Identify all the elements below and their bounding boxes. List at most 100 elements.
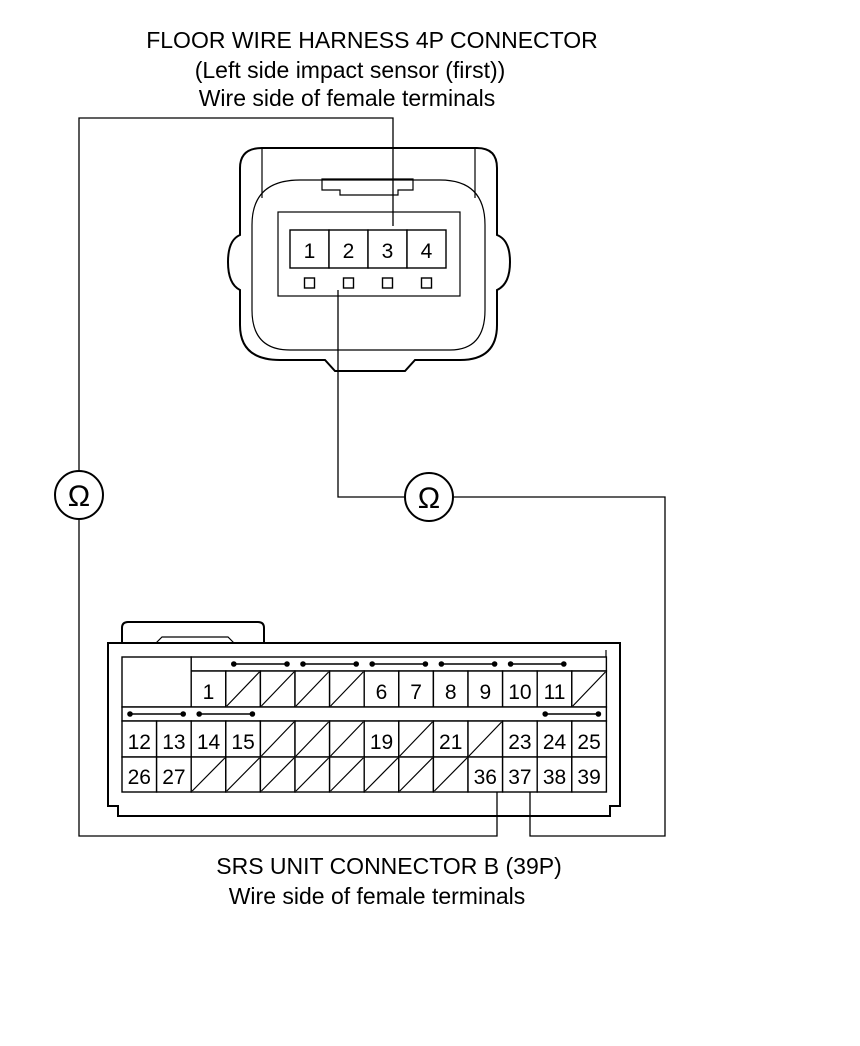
connector-latch xyxy=(321,178,414,196)
shorting-bar-end xyxy=(249,711,256,717)
unused-cavity-slash xyxy=(191,757,226,792)
ohm-meter-icon xyxy=(404,472,454,522)
blank-cavity xyxy=(121,656,192,708)
shorting-bar-end xyxy=(491,661,498,667)
pin-cell xyxy=(501,720,538,758)
ohm-symbol: Ω xyxy=(418,482,440,515)
pin-cell-2 xyxy=(328,229,369,269)
unused-cavity-slash xyxy=(399,757,433,792)
left-ohmmeter: Ω xyxy=(54,470,104,520)
pin-cell-4 xyxy=(406,229,447,269)
ohmmeter-wiring xyxy=(78,117,666,837)
shorting-bar-end xyxy=(284,661,290,667)
bottom-connector-title: SRS UNIT CONNECTOR B (39P) xyxy=(216,853,561,879)
unused-cavity-slash xyxy=(226,671,260,707)
pin-number: 26 xyxy=(128,766,151,789)
pin-cell xyxy=(536,670,573,708)
unused-cavity-slash xyxy=(295,671,330,707)
unused-cavity-slash xyxy=(260,671,295,707)
shorting-bar-end xyxy=(369,661,376,667)
pin-cell xyxy=(571,720,608,758)
terminal-slot xyxy=(342,277,355,289)
pin-number: 25 xyxy=(577,731,600,754)
pin-number: 2 xyxy=(343,240,355,263)
pin-number: 38 xyxy=(543,766,566,789)
pin-cell xyxy=(432,670,469,708)
pin-cell xyxy=(571,756,608,793)
pin-number: 3 xyxy=(382,240,394,263)
pin-number: 7 xyxy=(410,681,422,704)
shorting-bar-end xyxy=(438,661,445,667)
wire-pin3-to-pin36 xyxy=(78,117,498,837)
pin-number: 11 xyxy=(544,681,566,704)
unused-cavity-slash xyxy=(433,757,468,792)
pin-number: 13 xyxy=(162,731,185,754)
bottom-connector-side-note: Wire side of female terminals xyxy=(229,883,526,909)
shorting-bar-end xyxy=(507,661,514,667)
pin-number: 21 xyxy=(439,731,462,754)
unused-cavity-slash xyxy=(295,721,330,757)
shorting-bar-end xyxy=(561,661,567,667)
shorting-bar-end xyxy=(353,661,360,667)
pin-cell xyxy=(467,670,504,708)
top-connector-side-note: Wire side of female terminals xyxy=(199,85,496,111)
pin-number: 1 xyxy=(203,681,215,704)
unused-cavity-slash xyxy=(260,721,295,757)
pin-number: 19 xyxy=(370,731,393,754)
pin-number: 23 xyxy=(508,731,531,754)
unused-cavity-slash xyxy=(330,721,364,757)
srs-connector-key xyxy=(155,636,235,644)
terminal-slot xyxy=(420,277,433,289)
row2-header-strip xyxy=(121,706,608,722)
ohm-symbol: Ω xyxy=(68,480,90,513)
pin-number: 12 xyxy=(128,731,151,754)
pin-number: 27 xyxy=(162,766,185,789)
shorting-bar-end xyxy=(180,711,186,717)
pin-number: 14 xyxy=(197,731,221,754)
pin-cell xyxy=(363,720,400,758)
pin-number: 1 xyxy=(304,240,316,263)
top-connector-subtitle: (Left side impact sensor (first)) xyxy=(195,57,506,83)
srs-connector-tab xyxy=(121,621,265,644)
right-ohmmeter: Ω xyxy=(404,472,454,522)
unused-cavity-slash xyxy=(260,757,295,792)
shorting-bar-end xyxy=(231,661,237,667)
unused-cavity-slash xyxy=(295,757,330,792)
pin-number: 15 xyxy=(231,731,254,754)
shorting-bar-end xyxy=(127,711,133,717)
top-connector-title: FLOOR WIRE HARNESS 4P CONNECTOR xyxy=(146,27,598,53)
pin-cell xyxy=(467,756,504,793)
pin-cell xyxy=(398,670,435,708)
unused-cavity-slash xyxy=(468,721,503,757)
pin-cell xyxy=(432,720,469,758)
ohm-meter-icon xyxy=(54,470,104,520)
unused-cavity-slash xyxy=(364,757,399,792)
terminal-housing xyxy=(277,211,461,297)
shorting-bar-end xyxy=(542,711,548,717)
pin-number: 10 xyxy=(508,681,531,704)
shorting-bar-end xyxy=(595,711,602,717)
pin-number: 36 xyxy=(474,766,497,789)
shorting-bar-end xyxy=(196,711,202,717)
pin-cell xyxy=(155,720,192,758)
pin-cell xyxy=(363,670,400,708)
pin-number: 8 xyxy=(445,681,457,704)
unused-cavity-slash xyxy=(399,721,433,757)
pin-number: 24 xyxy=(543,731,567,754)
pin-cell-1 xyxy=(289,229,330,269)
pin-number: 6 xyxy=(376,681,388,704)
unused-cavity-slash xyxy=(330,671,364,707)
pin-number: 37 xyxy=(508,766,531,789)
pin-number: 39 xyxy=(577,766,600,789)
terminal-slot xyxy=(381,277,394,289)
pin-number: 9 xyxy=(479,681,491,704)
connector-inner-shell xyxy=(251,179,486,351)
unused-cavity-slash xyxy=(572,671,606,707)
wire-pin2-to-pin37 xyxy=(337,290,666,837)
shorting-bar-end xyxy=(422,661,429,667)
unused-cavity-slash xyxy=(226,757,260,792)
